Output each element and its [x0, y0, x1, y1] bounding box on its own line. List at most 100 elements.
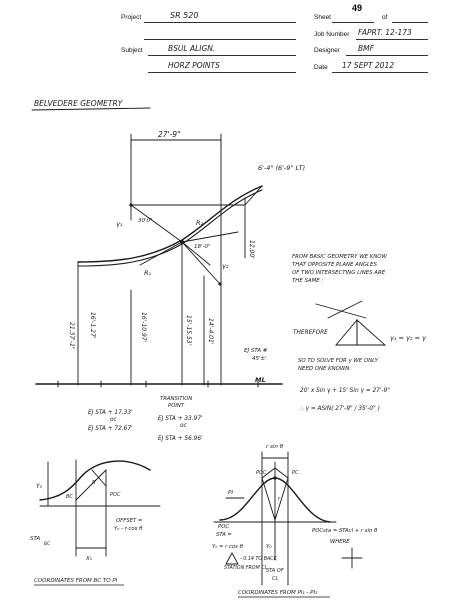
offset-label: 6'-4" (6'-9" LT)	[258, 164, 305, 172]
baseline-ticks	[57, 380, 259, 388]
of-line	[392, 22, 428, 23]
ll-poc: POC	[110, 492, 121, 498]
vert-dim-text: 12.00'	[248, 240, 255, 259]
project-line	[144, 22, 296, 23]
therefore: THEREFORE	[293, 330, 328, 336]
ll-curve	[39, 460, 151, 501]
basic-geom-1: FROM BASIC GEOMETRY WE KNOW	[292, 254, 388, 260]
equation-1: 20' x Sin γ + 15' Sin γ = 27'-9"	[300, 388, 390, 394]
center-dot-1	[129, 203, 133, 207]
of-label: of	[382, 14, 388, 21]
solve-2: NEED ONE KNOWN:	[298, 366, 351, 372]
r1-label: R₁	[144, 269, 152, 277]
gamma-1: γ₁	[116, 220, 123, 228]
lr-apex-dot	[273, 476, 277, 480]
gamma-2: γ₂	[222, 262, 229, 270]
solve-1: SO TO SOLVE FOR γ WE ONLY	[298, 358, 379, 364]
offset-leader	[244, 185, 263, 206]
triangle-2	[335, 318, 358, 346]
project-label: Project	[121, 14, 142, 21]
ll-offset-1: OFFSET =	[116, 518, 142, 524]
dim-a-text: 16'-1.27'	[89, 312, 96, 339]
lr-radii	[261, 477, 289, 522]
project-value: SR 520	[170, 11, 199, 20]
subject-line-2	[148, 72, 296, 73]
lr-rsin: r sin θ	[266, 444, 284, 450]
project-line-2	[144, 39, 296, 40]
subject-label: Subject	[121, 47, 143, 54]
lr-cl: CL	[272, 576, 278, 582]
center-dot-2	[218, 282, 222, 286]
ej-3: EJ STA + 33.97'	[158, 416, 203, 422]
title-underline	[31, 107, 151, 111]
ll-bc: BC	[66, 494, 73, 500]
section-title: BELVEDERE GEOMETRY	[34, 99, 124, 108]
dim-d-text: 14'-4.01'	[207, 318, 214, 345]
ml-label: ML	[255, 376, 266, 384]
ll-xo: X₀	[85, 556, 93, 562]
lr-yo: Y₀	[266, 544, 272, 550]
lr-warn-2: STATION FROM CL	[224, 565, 268, 571]
job-number-value: FAPRT. 12-173	[358, 28, 412, 37]
ll-offset-2: Y₀ - r·cos θ	[114, 526, 143, 532]
lr-sta-bot: STA OF	[266, 568, 284, 574]
sheet-number: 49	[352, 3, 363, 13]
designer-label: Designer	[314, 47, 341, 54]
basic-geom-3: OF TWO INTERSECTING LINES ARE	[292, 270, 386, 276]
lr-apex	[261, 467, 289, 479]
sheet-line	[332, 22, 374, 23]
ej-4: EJ STA + 56.96'	[158, 436, 203, 442]
lr-yo-eq: Y₀ = r cos θ	[212, 544, 244, 550]
dim-top: 27'-9"	[158, 130, 181, 139]
sheet-label: Sheet	[314, 14, 331, 21]
r2-label: R₂	[196, 219, 204, 227]
extension-lines	[130, 139, 222, 386]
subject-value-1: BSUL ALIGN.	[168, 44, 216, 53]
transition-2: POINT	[168, 403, 185, 409]
ll-caption: COORDINATES FROM BC TO PI	[34, 578, 118, 584]
lr-warn-1: - 0.14 TO BACK	[240, 556, 278, 562]
lr-pocsta-eq: POCsta = STAcl + r sin θ	[312, 528, 378, 534]
lr-where: WHERE	[330, 539, 350, 545]
ll-sta: STA	[30, 536, 40, 542]
dim-b-text: 16'-10.97'	[140, 312, 147, 343]
warning-triangle	[225, 552, 239, 565]
equation-2: ∴ γ = ASIN( 27'-9" / 35'-0" )	[300, 406, 380, 412]
stall-label-1: EJ STA #	[244, 348, 268, 354]
lr-axes-small	[341, 547, 363, 569]
subject-line	[148, 55, 296, 56]
r-text: 18'-0"	[194, 244, 211, 250]
date-label: Date	[314, 64, 328, 71]
triangle	[356, 318, 387, 346]
lr-caption: COORDINATES FROM PI₁ - PI₂	[238, 590, 318, 596]
ll-verticals	[75, 459, 107, 557]
lr-pi: PI	[228, 490, 233, 496]
ll-yo: Y₀	[36, 483, 43, 490]
caption-underlines	[34, 584, 330, 598]
designer-value: BMF	[358, 44, 374, 53]
lr-pc: PC	[292, 470, 299, 476]
pi-dot	[180, 240, 184, 244]
ll-sta-sub: BC	[44, 541, 51, 547]
gamma-equality: γ₁ = γ₂ = γ	[390, 334, 427, 342]
date-line	[332, 72, 428, 73]
lr-poc-sta-1: POC	[218, 524, 229, 530]
intersect-lines	[315, 300, 367, 319]
ej-1b: oc	[110, 417, 118, 423]
lr-r: r	[278, 496, 281, 502]
subject-value-2: HORZ POINTS	[168, 61, 220, 70]
transition-1: TRANSITION	[160, 396, 192, 402]
dim-c-text: 15'-15.53'	[185, 315, 192, 346]
ll-radius	[75, 469, 107, 501]
ej-3b: oc	[180, 423, 188, 429]
station-lines	[77, 243, 205, 386]
ej-2: EJ STA + 72.67'	[88, 426, 133, 432]
angle-30: 30'0"	[138, 218, 153, 224]
ej-1: EJ STA + 17.33'	[88, 410, 133, 416]
date-value: 17 SEPT 2012	[342, 61, 395, 70]
stall-label-2: 45'±'	[252, 356, 267, 362]
job-number-label: Job Number	[314, 31, 350, 38]
basic-geom-2: THAT OPPOSITE PLANE ANGLES	[292, 262, 377, 268]
left-dim-text: 21.37'-1"	[68, 322, 75, 350]
